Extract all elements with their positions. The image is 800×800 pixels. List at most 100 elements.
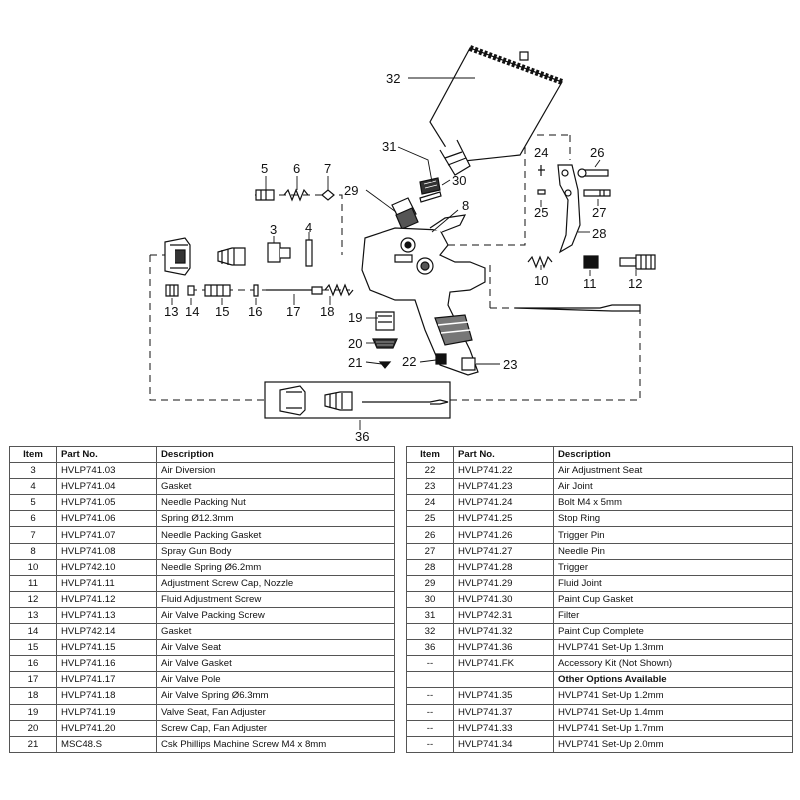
part-no-cell: HVLP741.05 — [56, 494, 157, 512]
part-no-cell: HVLP742.10 — [56, 558, 157, 576]
callout-7: 7 — [324, 161, 331, 176]
description-cell: Valve Seat, Fan Adjuster — [156, 703, 395, 721]
leader-lines — [171, 77, 637, 430]
description-cell: Other Options Available — [553, 671, 793, 689]
gasket — [305, 239, 313, 267]
callout-26: 26 — [590, 145, 604, 160]
callout-16: 16 — [248, 304, 262, 319]
needle-packing-gasket — [321, 189, 335, 201]
header-description: Description — [156, 445, 395, 464]
part-no-cell: HVLP742.31 — [453, 606, 554, 625]
part-no-cell: HVLP741.34 — [453, 735, 554, 753]
fluid-nozzle — [217, 247, 246, 266]
description-cell: HVLP741 Set-Up 1.3mm — [553, 639, 793, 657]
table-header-row: Item Part No. Description — [406, 445, 793, 464]
callout-12: 12 — [628, 276, 642, 291]
item-cell: -- — [406, 735, 454, 753]
description-cell: Air Valve Packing Screw — [156, 606, 395, 625]
callout-25: 25 — [534, 205, 548, 220]
callout-8: 8 — [462, 198, 469, 213]
description-cell: Trigger Pin — [553, 526, 793, 544]
item-cell: 14 — [9, 623, 57, 641]
air-joint — [461, 357, 476, 371]
part-no-cell: MSC48.S — [56, 735, 157, 753]
item-cell: -- — [406, 703, 454, 721]
exploded-parts-diagram: 32 31 30 29 8 5 6 7 3 4 24 26 25 27 28 1… — [149, 45, 656, 442]
callout-20: 20 — [348, 336, 362, 351]
item-cell: 27 — [406, 542, 454, 560]
part-no-cell: HVLP741.08 — [56, 542, 157, 560]
part-no-cell: HVLP741.04 — [56, 478, 157, 496]
part-no-cell: HVLP741.19 — [56, 703, 157, 721]
part-no-cell: HVLP741.07 — [56, 526, 157, 544]
item-cell: 24 — [406, 494, 454, 512]
csk-screw — [378, 361, 392, 369]
part-no-cell: HVLP741.22 — [453, 462, 554, 480]
description-cell: Paint Cup Gasket — [553, 590, 793, 608]
item-cell: 5 — [9, 494, 57, 512]
description-cell: Paint Cup Complete — [553, 623, 793, 641]
fluid-joint — [391, 197, 419, 230]
callout-36: 36 — [355, 429, 369, 442]
air-adjustment-seat — [435, 353, 447, 365]
callout-24: 24 — [534, 145, 548, 160]
callout-13: 13 — [164, 304, 178, 319]
callout-27: 27 — [592, 205, 606, 220]
item-cell: 11 — [9, 574, 57, 592]
description-cell: HVLP741 Set-Up 1.2mm — [553, 687, 793, 705]
callout-6: 6 — [293, 161, 300, 176]
item-cell: 25 — [406, 510, 454, 528]
description-cell: Csk Phillips Machine Screw M4 x 8mm — [156, 735, 395, 753]
part-no-cell: HVLP741.06 — [56, 510, 157, 528]
header-description: Description — [553, 445, 793, 464]
gasket-14 — [187, 285, 195, 296]
part-no-cell: HVLP741.25 — [453, 510, 554, 528]
callout-14: 14 — [185, 304, 199, 319]
item-cell: 29 — [406, 574, 454, 592]
paint-cup — [429, 45, 564, 176]
callout-23: 23 — [503, 357, 517, 372]
item-cell: 8 — [9, 542, 57, 560]
description-cell: Air Adjustment Seat — [553, 462, 793, 480]
part-no-cell: HVLP742.14 — [56, 623, 157, 641]
item-cell: 19 — [9, 703, 57, 721]
part-no-cell: HVLP741.36 — [453, 639, 554, 657]
table-row: Other Options Available — [406, 671, 793, 689]
spray-gun-body — [361, 214, 486, 376]
description-cell: Gasket — [156, 478, 395, 496]
item-cell: 23 — [406, 478, 454, 496]
part-no-cell: HVLP741.17 — [56, 671, 157, 689]
air-valve-packing-screw — [165, 284, 179, 297]
item-cell: 32 — [406, 623, 454, 641]
description-cell: Needle Spring Ø6.2mm — [156, 558, 395, 576]
item-cell: 17 — [9, 671, 57, 689]
item-cell: 30 — [406, 590, 454, 608]
callout-3: 3 — [270, 222, 277, 237]
callout-31: 31 — [382, 139, 396, 154]
air-valve-spring — [324, 283, 354, 297]
description-cell: Fluid Adjustment Screw — [156, 590, 395, 608]
callout-32: 32 — [386, 71, 400, 86]
part-no-cell: HVLP741.30 — [453, 590, 554, 608]
callout-17: 17 — [286, 304, 300, 319]
callout-22: 22 — [402, 354, 416, 369]
item-cell: 6 — [9, 510, 57, 528]
item-cell: -- — [406, 687, 454, 705]
description-cell: Needle Packing Nut — [156, 494, 395, 512]
part-no-cell: HVLP741.33 — [453, 719, 554, 737]
